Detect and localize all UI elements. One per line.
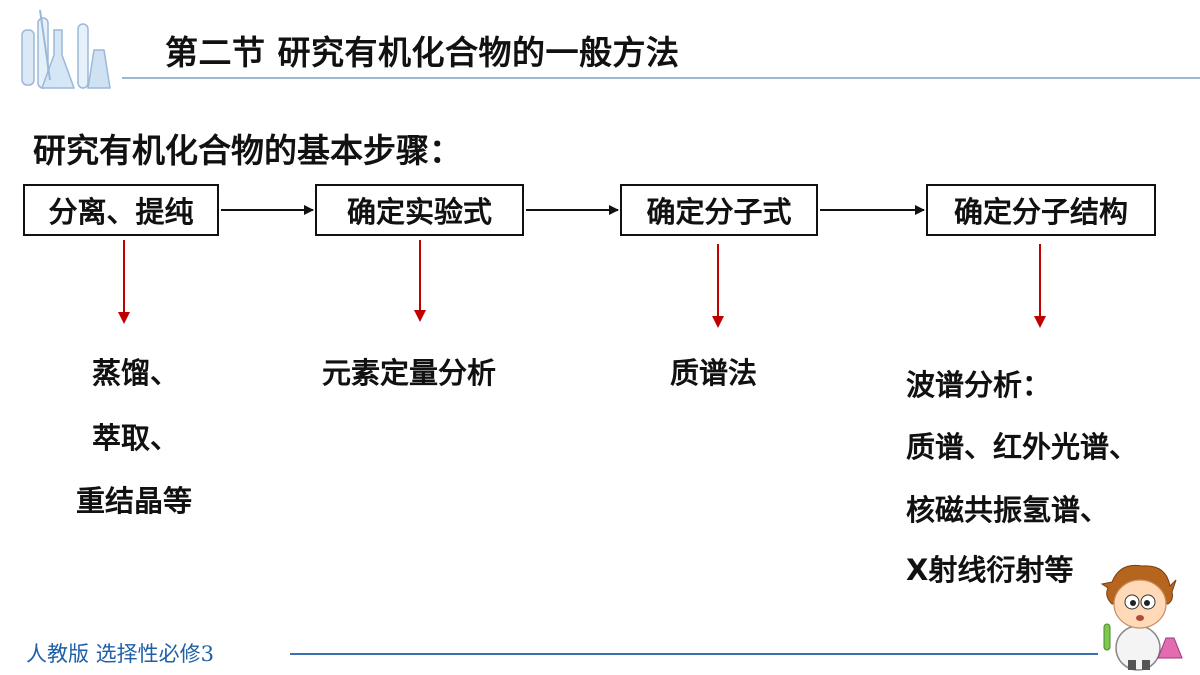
structure-method-line-2: 质谱、红外光谱、 — [906, 430, 1139, 464]
method-arrowhead-2 — [414, 310, 426, 322]
structure-method-line-3: 核磁共振氢谱、 — [906, 493, 1110, 527]
scientist-cartoon-icon — [1100, 564, 1183, 671]
separation-method-recrystallization: 重结晶等 — [76, 484, 193, 518]
step-separation-box: 分离、提纯 — [23, 184, 219, 236]
separation-method-distillation: 蒸馏、 — [92, 356, 180, 390]
title-underline — [122, 77, 1200, 79]
structure-method-heading: 波谱分析： — [906, 368, 1052, 402]
separation-method-extraction: 萃取、 — [92, 421, 180, 455]
step-molecular-structure-box: 确定分子结构 — [926, 184, 1156, 236]
step-empirical-formula-box: 确定实验式 — [315, 184, 524, 236]
page-title: 第二节 研究有机化合物的一般方法 — [165, 33, 680, 72]
method-arrowhead-1 — [118, 312, 130, 324]
empirical-method: 元素定量分析 — [322, 356, 497, 390]
section-heading: 研究有机化合物的基本步骤： — [33, 131, 462, 170]
structure-method-line-4: X射线衍射等 — [906, 553, 1074, 587]
footer-rule — [290, 653, 1098, 655]
molecular-method: 质谱法 — [670, 356, 758, 390]
method-arrowhead-4 — [1034, 316, 1046, 328]
lab-glassware-icon — [21, 10, 111, 89]
edition-footer: 人教版 选择性必修3 — [26, 642, 215, 666]
method-arrowhead-3 — [712, 316, 724, 328]
step-molecular-formula-box: 确定分子式 — [620, 184, 818, 236]
